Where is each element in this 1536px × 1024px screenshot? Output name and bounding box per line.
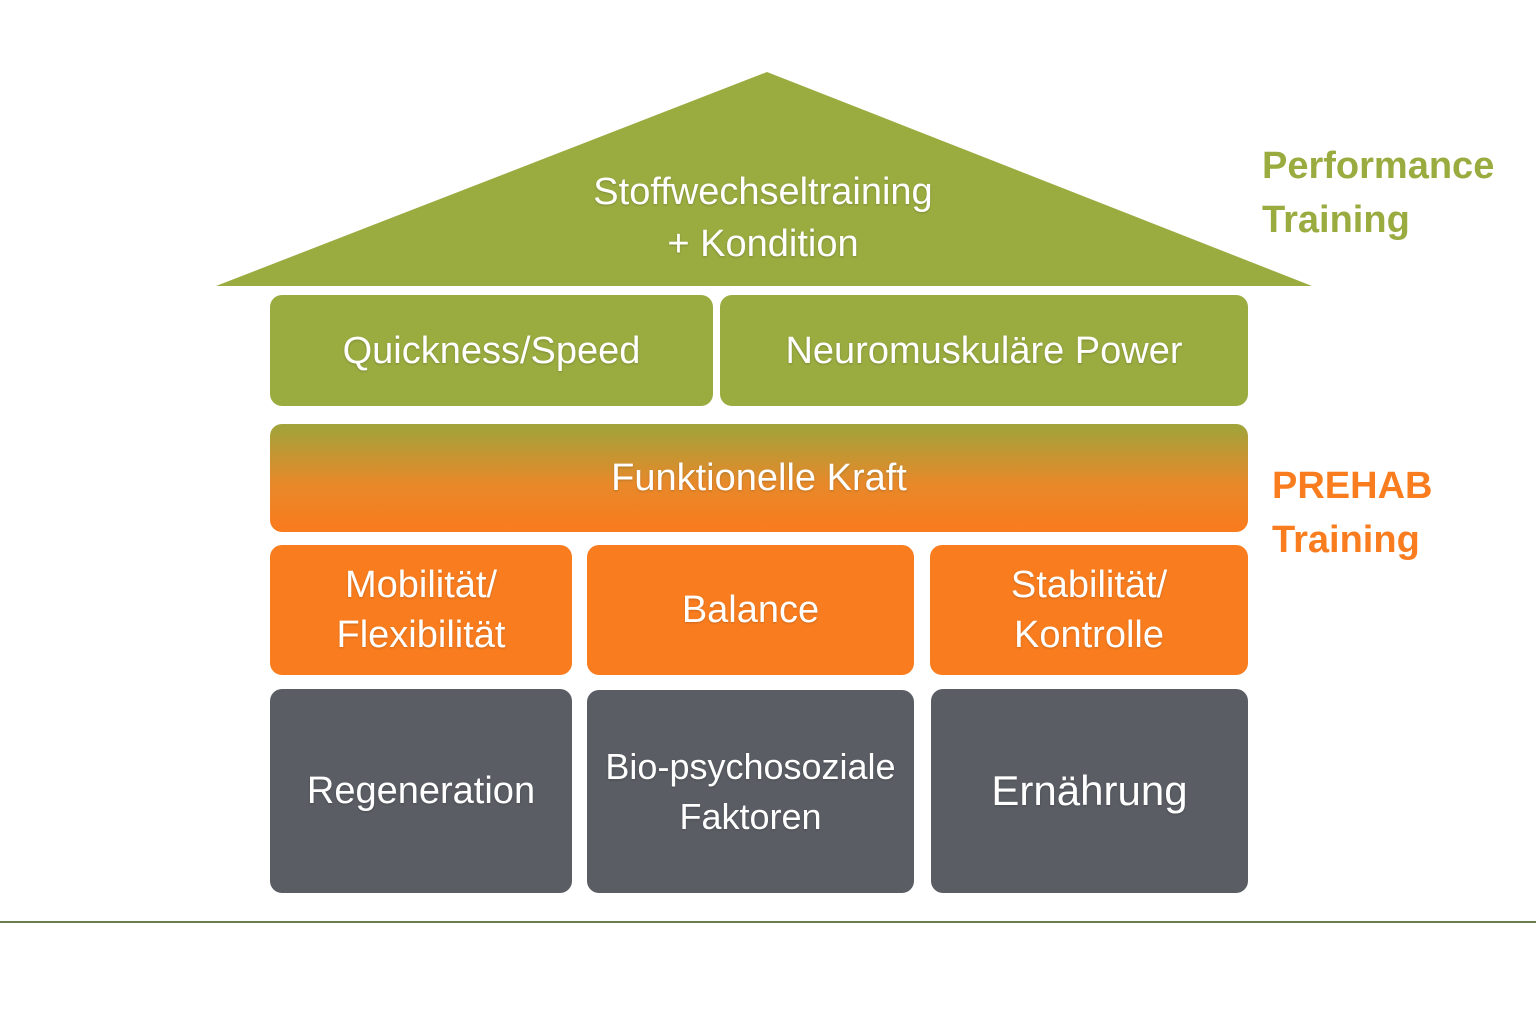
quickness-speed-label: Quickness/Speed bbox=[342, 329, 641, 372]
stability-control-label: Stabilität/ Kontrolle bbox=[1011, 560, 1167, 660]
functional-strength-label: Funktionelle Kraft bbox=[611, 457, 907, 499]
ground-line bbox=[0, 921, 1536, 923]
stability-label-line1: Stabilität/ bbox=[1010, 564, 1168, 606]
functional-strength-block: Funktionelle Kraft bbox=[270, 424, 1248, 532]
roof-label: Stoffwechseltraining + Kondition bbox=[463, 166, 1063, 270]
nutrition-label: Ernährung bbox=[991, 767, 1188, 814]
prehab-label-line1: PREHAB bbox=[1272, 465, 1433, 507]
roof-label-line1: Stoffwechseltraining bbox=[593, 171, 933, 213]
prehab-training-label: PREHAB Training bbox=[1272, 459, 1432, 567]
performance-training-label: Performance Training bbox=[1262, 139, 1494, 247]
nutrition-block: Ernährung bbox=[931, 689, 1248, 893]
performance-label-line2: Training bbox=[1262, 199, 1410, 241]
roof-label-line2: + Kondition bbox=[667, 223, 859, 265]
stability-label-line2: Kontrolle bbox=[1014, 614, 1164, 656]
biopsychosocial-label: Bio-psychosoziale Faktoren bbox=[605, 742, 895, 842]
regeneration-block: Regeneration bbox=[270, 689, 572, 893]
mobility-flexibility-block: Mobilität/ Flexibilität bbox=[270, 545, 572, 675]
mobility-flexibility-label: Mobilität/ Flexibilität bbox=[337, 560, 506, 660]
biopsychosocial-block: Bio-psychosoziale Faktoren bbox=[587, 690, 914, 893]
mobility-label-line2: Flexibilität bbox=[336, 614, 506, 656]
stability-control-block: Stabilität/ Kontrolle bbox=[930, 545, 1248, 675]
mobility-label-line1: Mobilität/ bbox=[344, 564, 498, 606]
biopsychosocial-label-line2: Faktoren bbox=[679, 795, 822, 837]
quickness-speed-block: Quickness/Speed bbox=[270, 295, 713, 406]
balance-block: Balance bbox=[587, 545, 914, 675]
regeneration-label: Regeneration bbox=[306, 770, 536, 812]
neuromuscular-power-block: Neuromuskuläre Power bbox=[720, 295, 1248, 406]
roof-triangle bbox=[216, 72, 1312, 286]
performance-label-line1: Performance bbox=[1262, 145, 1495, 187]
biopsychosocial-label-line1: Bio-psychosoziale bbox=[605, 745, 896, 787]
neuromuscular-power-label: Neuromuskuläre Power bbox=[785, 329, 1183, 372]
prehab-label-line2: Training bbox=[1272, 519, 1420, 561]
balance-label: Balance bbox=[681, 589, 820, 631]
